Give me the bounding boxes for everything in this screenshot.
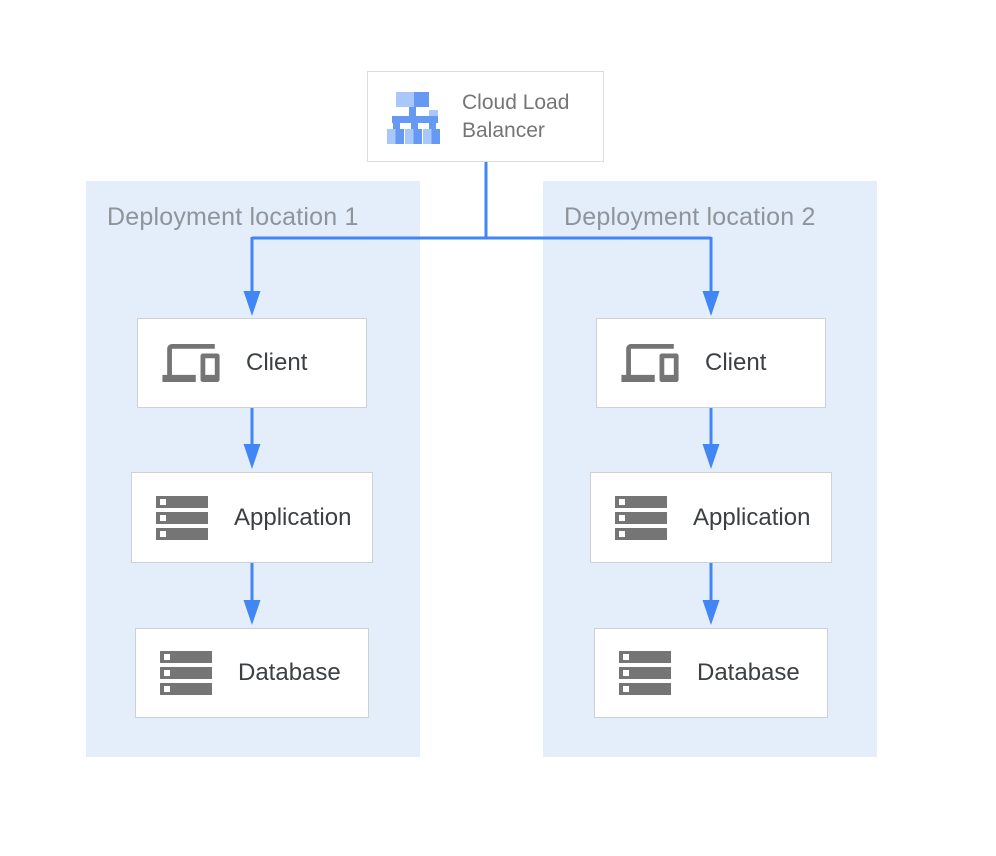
application-label: Application: [234, 503, 352, 531]
cloud-load-balancer-label: Cloud Load Balancer: [462, 90, 570, 142]
server-stack-icon: [160, 651, 212, 695]
client-node-1: Client: [137, 318, 367, 408]
application-node-2: Application: [590, 472, 832, 563]
database-label: Database: [697, 659, 800, 686]
deployment-location-2-label: Deployment location 2: [564, 203, 816, 231]
devices-icon: [162, 343, 220, 383]
cloud-load-balancer-node: Cloud Load Balancer: [367, 71, 604, 162]
server-stack-icon: [619, 651, 671, 695]
client-node-2: Client: [596, 318, 826, 408]
application-label: Application: [693, 503, 811, 531]
client-label: Client: [246, 349, 308, 376]
client-label: Client: [705, 349, 767, 376]
server-stack-icon: [156, 495, 208, 540]
database-node-1: Database: [135, 628, 369, 718]
application-node-1: Application: [131, 472, 373, 563]
database-label: Database: [238, 659, 341, 686]
server-stack-icon: [615, 495, 667, 540]
devices-icon: [621, 343, 679, 383]
database-node-2: Database: [594, 628, 828, 718]
load-balancer-icon: [387, 91, 440, 144]
deployment-location-1-label: Deployment location 1: [107, 203, 359, 231]
